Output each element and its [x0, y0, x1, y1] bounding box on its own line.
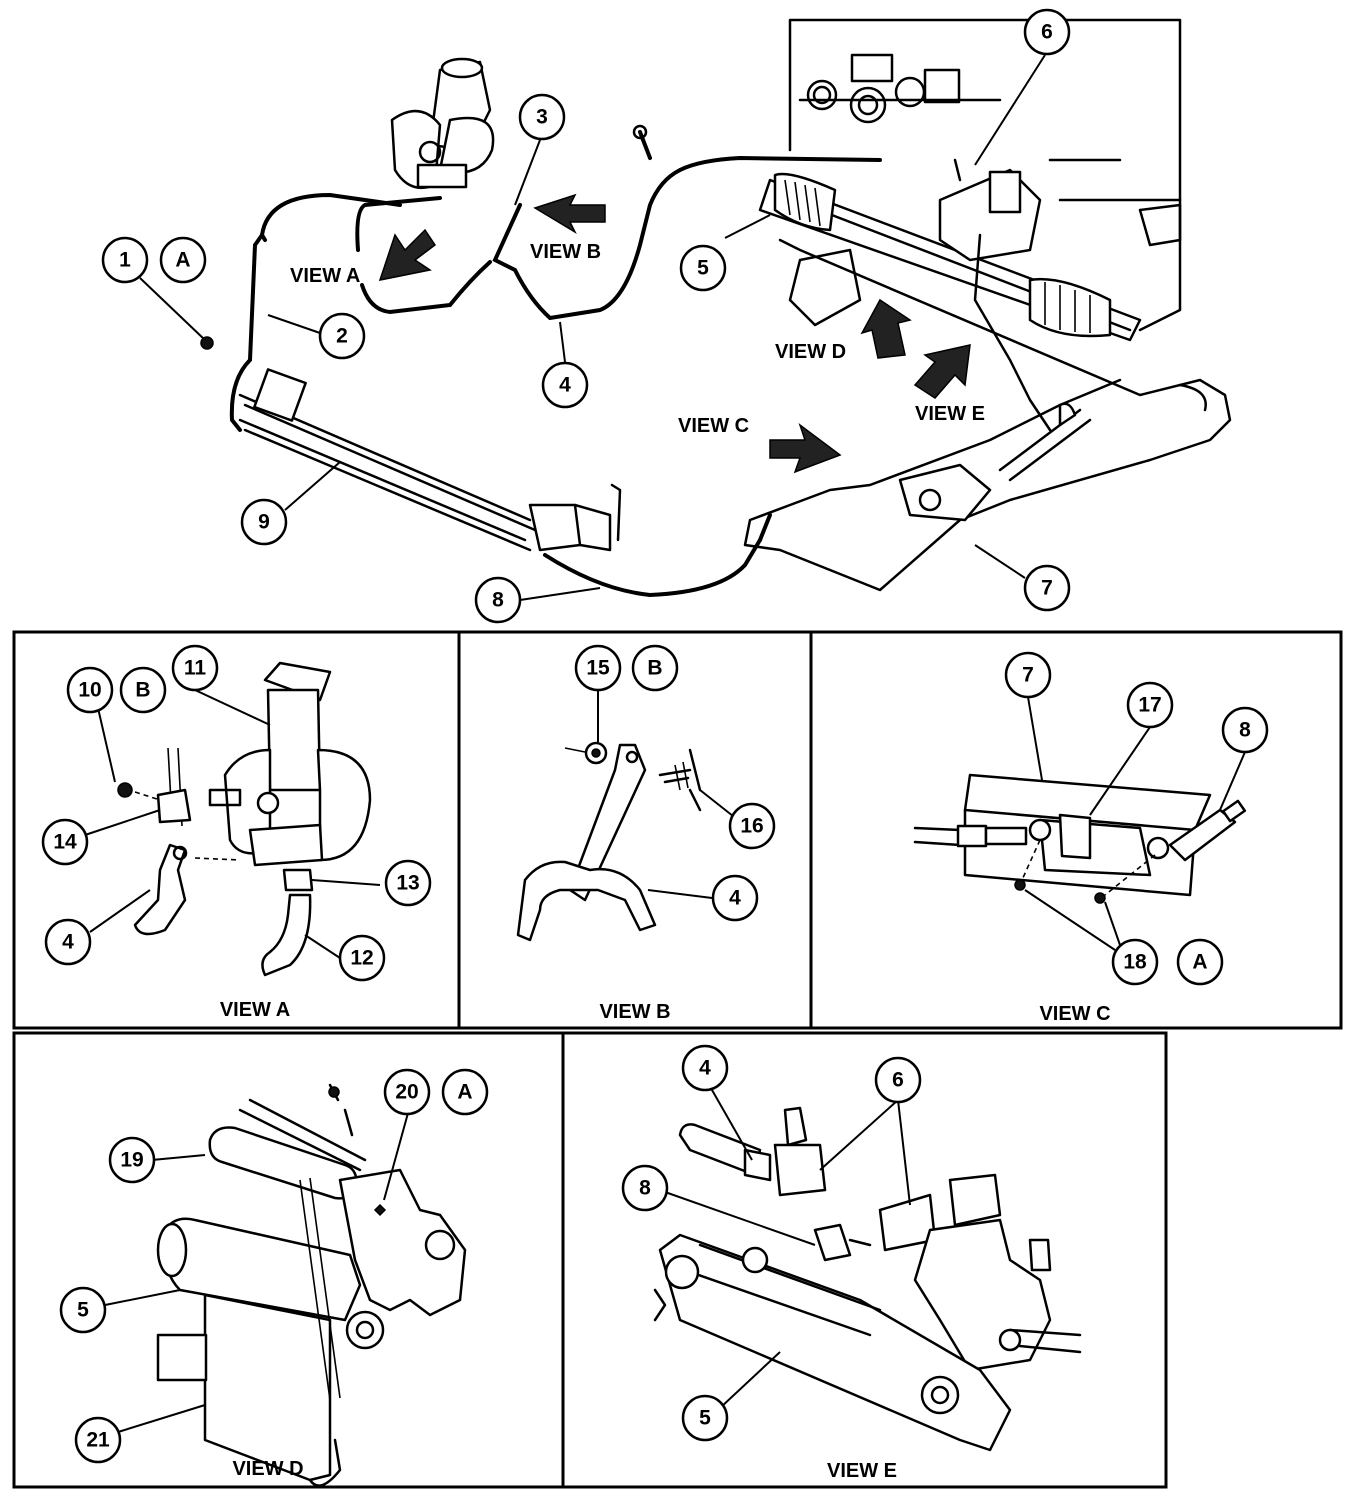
callout-20-note: A: [457, 1081, 472, 1104]
callout-18-note: A: [1192, 951, 1207, 974]
callout-7: 7: [1041, 577, 1053, 600]
bottom-panel-frame: [12, 1031, 1168, 1489]
callout-1: 1: [119, 249, 131, 272]
view-c-arrow: [769, 422, 842, 474]
top-panel-frame: [12, 630, 1343, 1030]
engine-block: [788, 18, 1182, 332]
view-d-label: VIEW D: [775, 341, 846, 363]
hose-2: [229, 192, 402, 432]
callout-5: 5: [77, 1299, 89, 1322]
hose-8: [543, 538, 762, 598]
callout-5: 5: [697, 257, 709, 280]
callout-4: 4: [729, 887, 741, 910]
callout-4: 4: [62, 931, 74, 954]
callout-9: 9: [258, 511, 270, 534]
view-b-caption: VIEW B: [599, 1001, 670, 1023]
callout-12: 12: [350, 947, 373, 970]
cooler-tubes: [238, 368, 622, 552]
callout-5: 5: [699, 1407, 711, 1430]
callout-20: 20: [395, 1081, 418, 1104]
view-c-caption: VIEW C: [1039, 1003, 1110, 1025]
view-b-label: VIEW B: [530, 241, 601, 263]
callout-16: 16: [740, 815, 763, 838]
view-a-panel: 10 B 11 14 13 4 12 VIEW A: [41, 644, 432, 1021]
callout-13: 13: [396, 872, 419, 895]
callout-18: 18: [1123, 951, 1147, 974]
callout-1-note: A: [175, 249, 190, 272]
callout-4: 4: [699, 1057, 711, 1080]
callout-17: 17: [1138, 694, 1161, 717]
view-d-panel: 19 20 A 5 21 VIEW D: [59, 1068, 489, 1487]
view-b-panel: 15 B 16 4 VIEW B: [516, 644, 776, 1023]
view-d-caption: VIEW D: [232, 1458, 303, 1480]
callout-14: 14: [53, 831, 77, 854]
view-a-label: VIEW A: [290, 265, 360, 287]
view-c-label: VIEW C: [678, 415, 749, 437]
view-a-arrow: [378, 228, 437, 281]
view-e-arrow: [913, 344, 971, 399]
callout-8: 8: [492, 589, 504, 612]
crossmember: [743, 238, 1232, 592]
callout-8: 8: [639, 1177, 651, 1200]
view-d-arrow: [860, 298, 912, 359]
view-c-panel: 7 17 8 18 A VIEW C: [913, 651, 1269, 1025]
steering-gear: [758, 168, 1142, 342]
view-e-label: VIEW E: [915, 403, 985, 425]
view-e-panel: 4 6 8 5 VIEW E: [621, 1044, 1082, 1482]
pump-reservoir: [390, 57, 495, 190]
callout-15: 15: [586, 657, 610, 680]
view-a-caption: VIEW A: [220, 999, 290, 1021]
callout-7: 7: [1022, 664, 1034, 687]
hose-4: [492, 168, 682, 321]
main-overview: VIEW A VIEW B VIEW C VIEW D VIEW E 1 A 2…: [101, 8, 1232, 624]
callout-4: 4: [559, 374, 571, 397]
callout-6: 6: [892, 1069, 904, 1092]
view-e-caption: VIEW E: [827, 1460, 897, 1482]
callout-21: 21: [86, 1429, 110, 1452]
callout-6: 6: [1041, 21, 1053, 44]
view-b-arrow: [533, 193, 606, 234]
callout-19: 19: [120, 1149, 143, 1172]
callout-3: 3: [536, 106, 548, 129]
callout-11: 11: [184, 657, 207, 680]
callout-10-note: B: [135, 679, 150, 702]
callout-8: 8: [1239, 719, 1251, 742]
callout-2: 2: [336, 325, 348, 348]
callout-10: 10: [78, 679, 101, 702]
callout-15-note: B: [647, 657, 662, 680]
